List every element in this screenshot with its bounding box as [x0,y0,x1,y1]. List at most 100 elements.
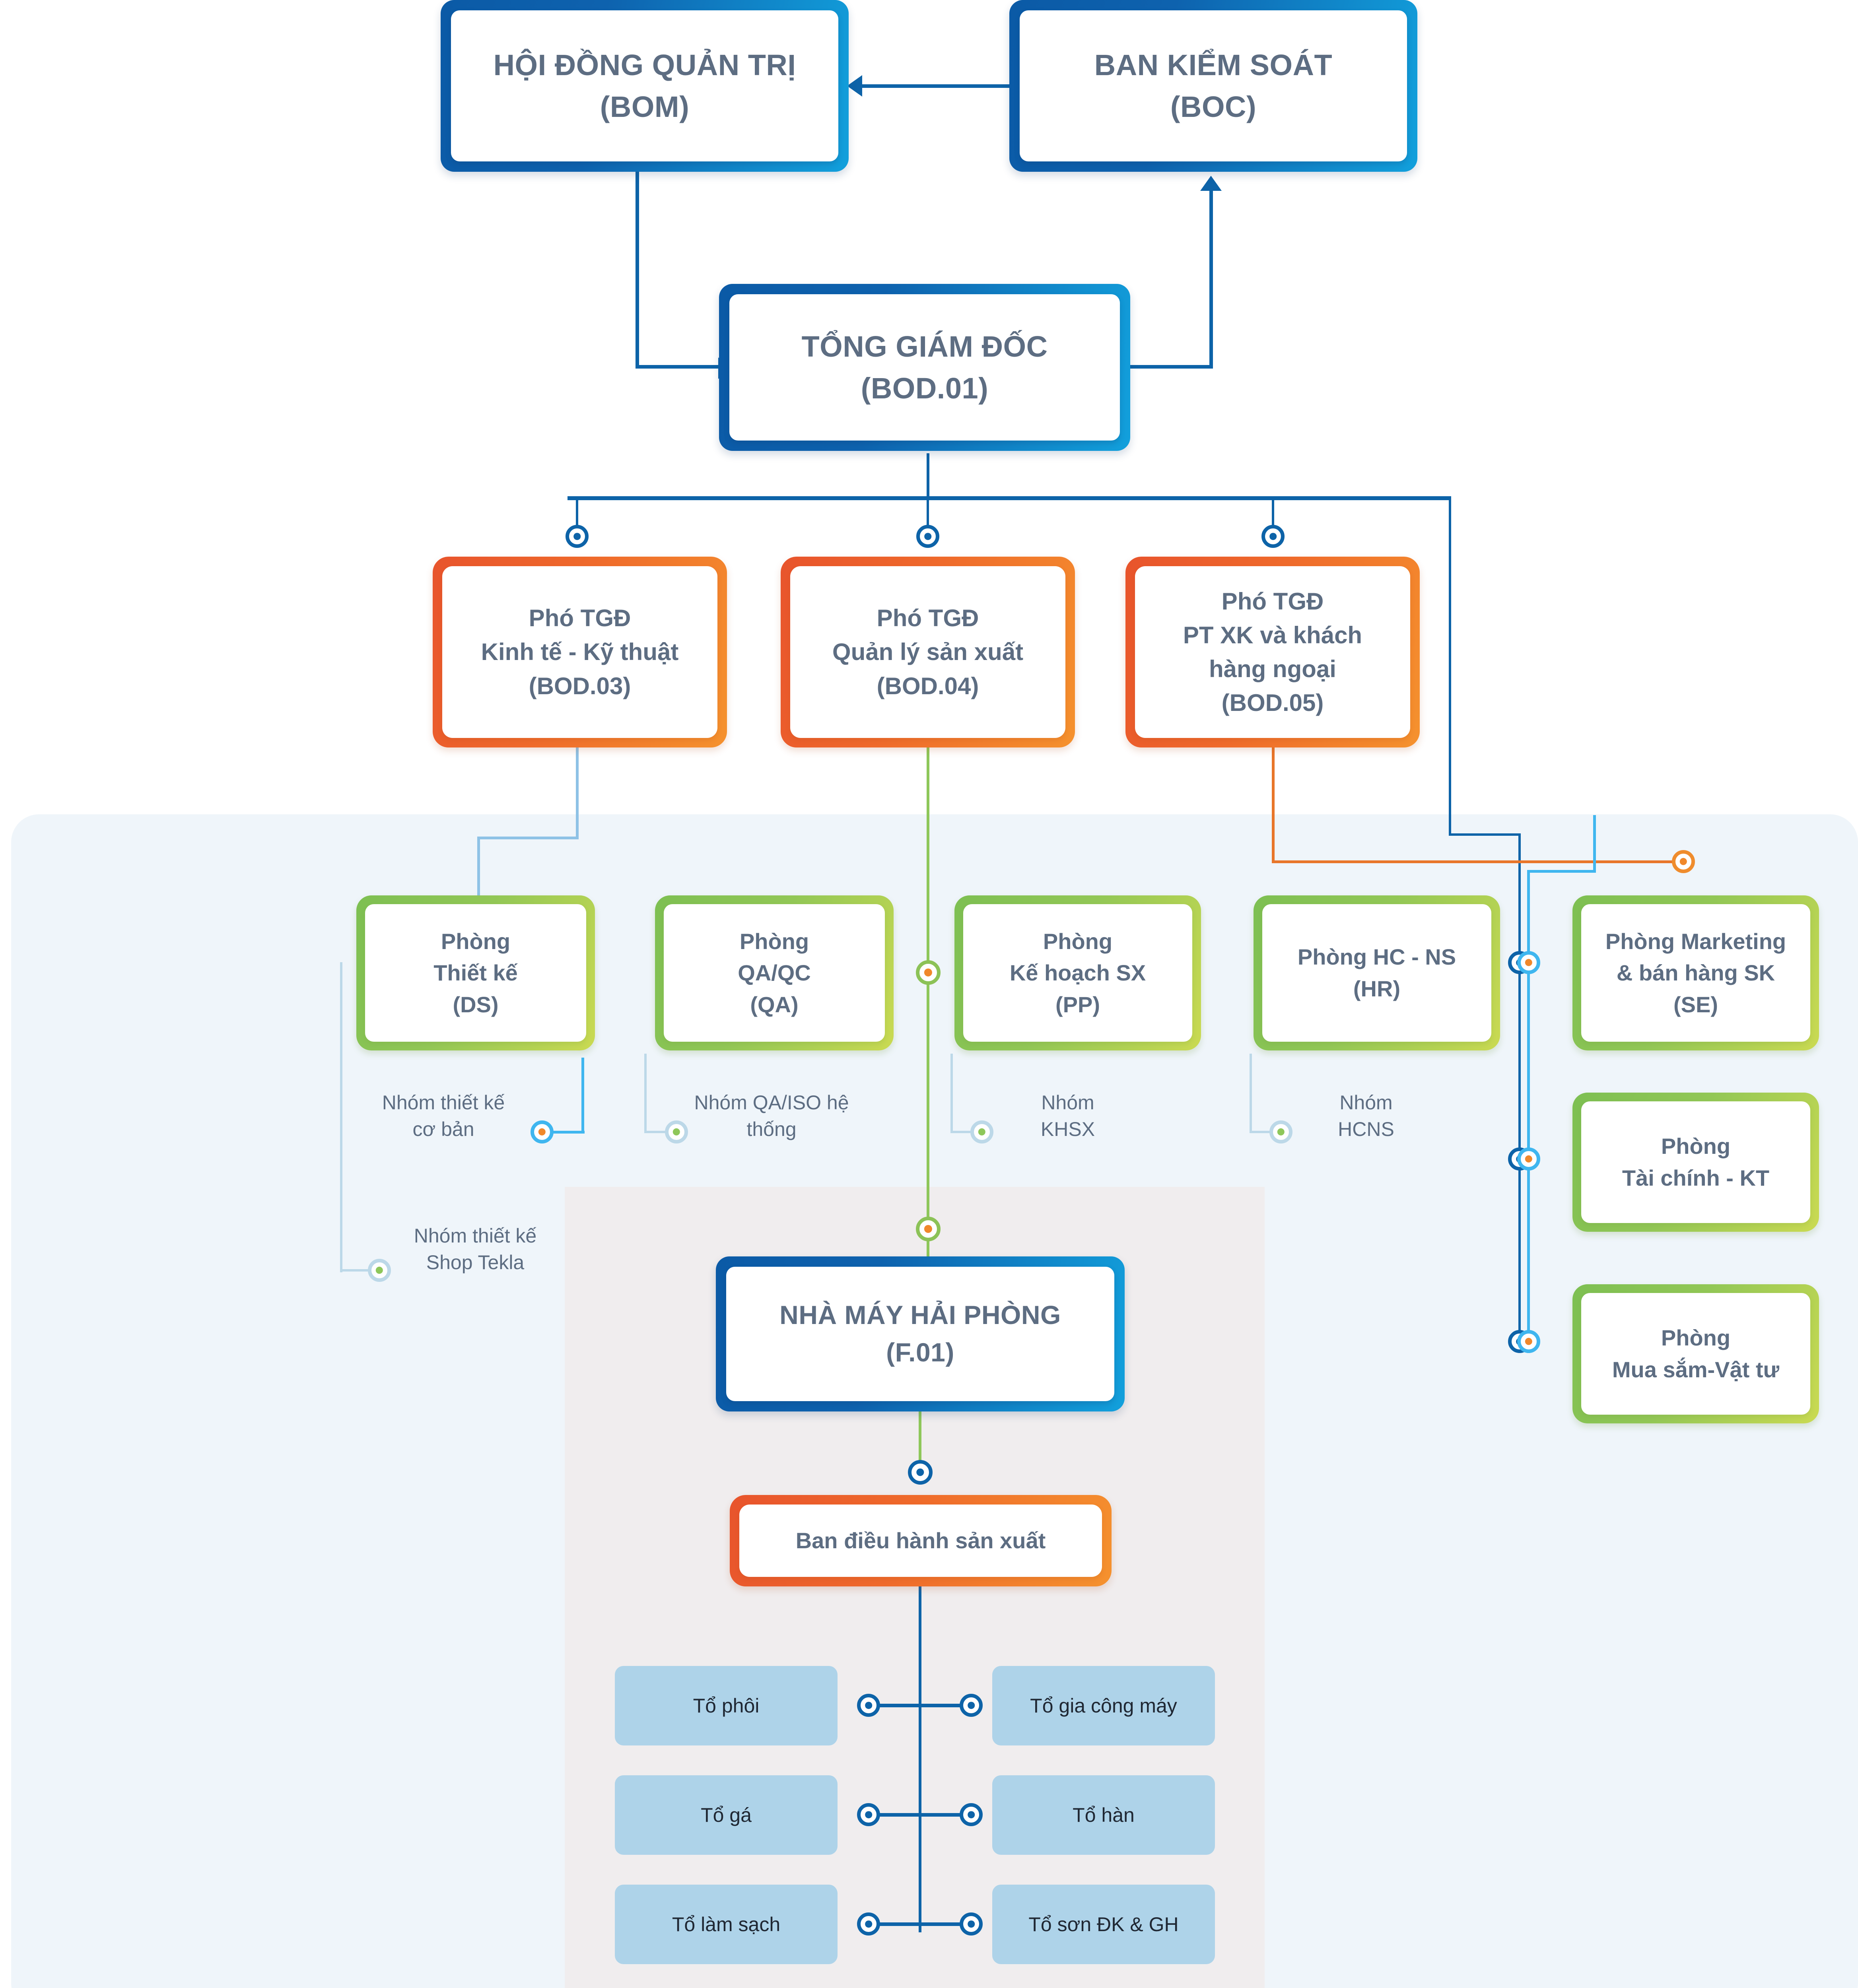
connector-bod03-horizontal [477,837,579,839]
connector-hr-down [1250,1054,1252,1133]
junction-dot-bod04 [916,525,939,548]
connector-ds-group-spine [340,962,342,1272]
node-team-lam-sach-label: Tổ làm sạch [672,1913,781,1936]
node-dept-se[interactable]: Phòng Marketing & bán hàng SK (SE) [1572,895,1819,1050]
junction-dot-team-han [960,1803,983,1826]
connector-drop-bod05 [1272,496,1274,532]
junction-dot-team-gia-cong-may [960,1694,983,1717]
node-deputy-bod05[interactable]: Phó TGĐ PT XK và khách hàng ngoại (BOD.0… [1125,557,1420,747]
connector-factory-to-board [919,1411,921,1463]
arrowhead-to-boc [1200,176,1222,191]
label-group-thietke-coban: Nhóm thiết kế cơ bản [360,1089,527,1143]
connector-pp-group-stub [950,1131,986,1133]
node-factory-haiphong-line2: (F.01) [886,1338,954,1367]
connector-bod03-down [576,747,579,839]
node-dept-ds-line2: Thiết kế [433,960,518,986]
node-dept-hr-line1: Phòng HC - NS [1297,944,1456,970]
junction-dot-se-branch [1672,850,1695,873]
label-group-hcns-line1: Nhóm [1339,1091,1393,1114]
node-dept-finance[interactable]: Phòng Tài chính - KT [1572,1093,1819,1232]
node-production-board[interactable]: Ban điều hành sản xuất [730,1495,1112,1586]
connector-sky-branch-vertical-b [1527,870,1530,1353]
node-deputy-bod03-line1: Phó TGĐ [529,605,631,632]
junction-dot-team-son [960,1912,983,1936]
connector-sky-branch-horizontal [1527,870,1596,873]
junction-dot-pp [916,960,941,985]
node-dept-hr-line2: (HR) [1353,976,1401,1001]
node-dept-qa[interactable]: Phòng QA/QC (QA) [655,895,894,1050]
node-team-han-label: Tổ hàn [1073,1804,1135,1826]
node-team-han[interactable]: Tổ hàn [992,1775,1215,1855]
connector-ds-group1-riser [581,1058,584,1133]
junction-dot-bod05 [1261,525,1285,548]
connector-bod05-down [1272,747,1275,863]
node-dept-pp[interactable]: Phòng Kế hoạch SX (PP) [954,895,1201,1050]
connector-ceo-right-branch-down2 [1518,833,1521,1350]
junction-dot-board [908,1460,933,1485]
node-dept-pp-line1: Phòng [1043,928,1113,954]
junction-dot-bod03 [566,525,589,548]
node-bom-line2: (BOM) [600,90,690,123]
junction-dot-team-phoi [857,1694,880,1717]
connector-qa-down [644,1054,647,1133]
node-dept-pp-line2: Kế hoạch SX [1009,960,1146,986]
junction-dot-group-khsx [970,1120,993,1143]
label-group-thietke-coban-line1: Nhóm thiết kế [382,1091,505,1114]
node-team-son[interactable]: Tổ sơn ĐK & GH [992,1885,1215,1964]
connector-team-row1-left [869,1704,921,1707]
node-dept-ds-line1: Phòng [441,928,511,954]
label-group-hcns: Nhóm HCNS [1290,1089,1442,1143]
node-dept-qa-line2: QA/QC [738,960,811,986]
junction-dot-group-hcns [1269,1120,1292,1143]
node-factory-haiphong[interactable]: NHÀ MÁY HẢI PHÒNG (F.01) [716,1256,1125,1411]
node-deputy-bod04-line1: Phó TGĐ [877,605,979,632]
node-team-ga-label: Tổ gá [701,1804,752,1826]
node-team-phoi[interactable]: Tổ phôi [615,1666,838,1745]
junction-dot-group-thietke-coban [531,1120,554,1143]
node-boc-line2: (BOC) [1170,90,1257,123]
junction-dot-right-sky-2 [1517,1147,1540,1171]
node-dept-qa-line1: Phòng [739,928,809,954]
node-dept-finance-line2-bold: KT [1739,1165,1770,1190]
connector-qa-group-stub [644,1131,680,1133]
node-deputy-bod04[interactable]: Phó TGĐ Quản lý sản xuất (BOD.04) [781,557,1075,747]
connector-ceo-right-branch-horizontal [1449,833,1520,836]
node-ceo[interactable]: TỔNG GIÁM ĐỐC (BOD.01) [719,284,1130,451]
node-ceo-line1: TỔNG GIÁM ĐỐC [801,330,1048,363]
node-boc[interactable]: BAN KIỂM SOÁT (BOC) [1009,0,1417,172]
node-deputy-bod05-line2: PT XK và khách [1183,621,1362,648]
node-dept-pp-line3: (PP) [1055,992,1100,1017]
node-team-ga[interactable]: Tổ gá [615,1775,838,1855]
node-team-lam-sach[interactable]: Tổ làm sạch [615,1885,838,1964]
connector-drop-bod04 [927,496,929,532]
node-deputy-bod05-line4: (BOD.05) [1221,689,1324,716]
node-dept-ds[interactable]: Phòng Thiết kế (DS) [356,895,595,1050]
label-group-thietke-coban-line2: cơ bản [412,1118,474,1140]
connector-bod04-spine [927,747,929,1264]
connector-ceo-to-boc-vertical [1209,191,1213,368]
node-dept-qa-line3: (QA) [750,992,799,1017]
label-group-qa-iso-line2: thống [746,1118,797,1140]
node-bom[interactable]: HỘI ĐỒNG QUẢN TRỊ (BOM) [441,0,849,172]
connector-pp-down [950,1054,953,1133]
node-dept-hr[interactable]: Phòng HC - NS (HR) [1254,895,1500,1050]
junction-dot-right-sky-1 [1517,951,1540,974]
label-group-qa-iso: Nhóm QA/ISO hệ thống [676,1089,867,1143]
connector-ds-group2-stub [340,1269,372,1272]
connector-team-row2-left [869,1813,921,1817]
connector-drop-bod03 [576,496,578,532]
connector-ceo-right-branch-down [1449,496,1451,836]
junction-dot-team-lam-sach [857,1912,880,1936]
label-group-shop-tekla: Nhóm thiết kế Shop Tekla [392,1223,559,1276]
node-team-gia-cong-may[interactable]: Tổ gia công máy [992,1666,1215,1745]
node-deputy-bod03-line2: Kinh tế - Kỹ thuật [481,639,679,666]
node-deputy-bod03[interactable]: Phó TGĐ Kinh tế - Kỹ thuật (BOD.03) [433,557,727,747]
node-factory-haiphong-line1: NHÀ MÁY HẢI PHÒNG [779,1300,1061,1330]
junction-dot-team-ga [857,1803,880,1826]
node-dept-procurement[interactable]: Phòng Mua sắm-Vật tư [1572,1284,1819,1423]
connector-bod05-horizontal [1272,860,1685,863]
junction-dot-right-sky-3 [1517,1330,1540,1353]
connector-hr-group-stub [1250,1131,1285,1133]
node-deputy-bod05-line3: hàng ngoại [1209,656,1336,682]
